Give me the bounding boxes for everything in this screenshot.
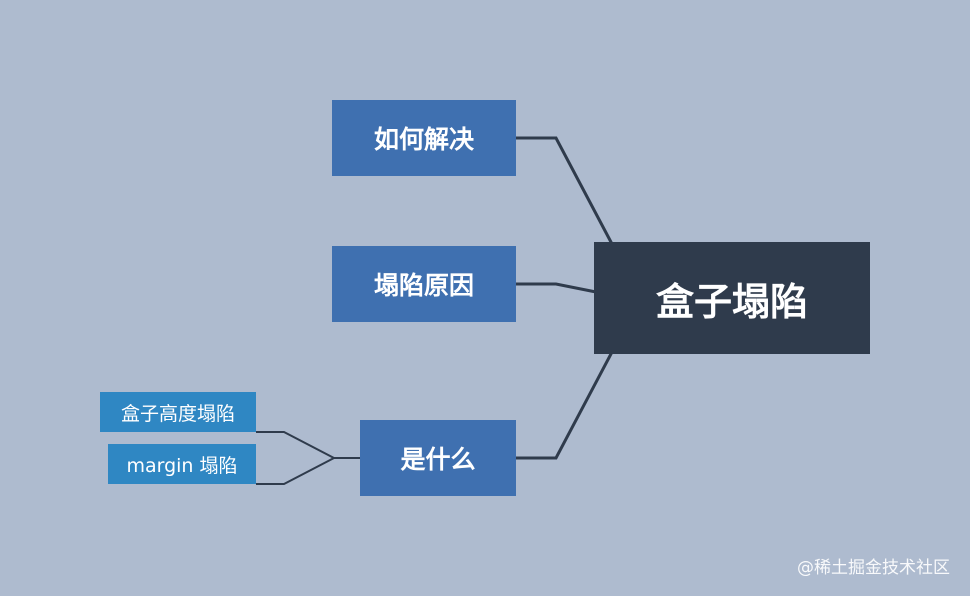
branch-node-what-is-it[interactable]: 是什么 bbox=[360, 420, 516, 496]
branch-node-collapse-cause[interactable]: 塌陷原因 bbox=[332, 246, 516, 322]
watermark: @稀土掘金技术社区 bbox=[797, 558, 950, 578]
root-node-box-collapse[interactable]: 盒子塌陷 bbox=[594, 242, 870, 354]
connector-root-to-how-to-solve bbox=[516, 136, 614, 245]
branch-node-label: 塌陷原因 bbox=[373, 271, 474, 300]
connector-root-to-what-is-it bbox=[516, 351, 614, 460]
root-node-label: 盒子塌陷 bbox=[655, 279, 808, 324]
leaf-node-label: margin 塌陷 bbox=[126, 454, 238, 477]
connector-what-is-it-to-margin-collapse bbox=[256, 457, 335, 485]
branch-node-label: 是什么 bbox=[400, 445, 476, 474]
leaf-node-height-collapse[interactable]: 盒子高度塌陷 bbox=[100, 392, 256, 432]
leaf-node-margin-collapse[interactable]: margin 塌陷 bbox=[108, 444, 256, 484]
branch-node-label: 如何解决 bbox=[373, 125, 474, 154]
branch-node-how-to-solve[interactable]: 如何解决 bbox=[332, 100, 516, 176]
connector-what-is-it-to-height-collapse bbox=[256, 431, 360, 459]
leaf-node-label: 盒子高度塌陷 bbox=[120, 402, 235, 425]
connector-root-to-collapse-cause bbox=[516, 282, 597, 294]
